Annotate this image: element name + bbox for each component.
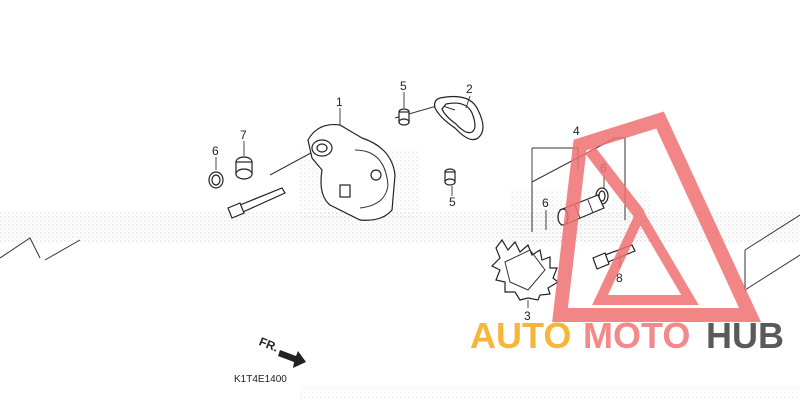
watermark-text-moto: MOTO — [583, 315, 690, 356]
driven-gear — [490, 238, 560, 301]
watermark-text-hub: HUB — [706, 315, 784, 356]
watermark-triangle-logo-icon — [552, 111, 761, 322]
dowel-pin-lower — [444, 168, 456, 186]
gasket — [433, 95, 484, 141]
callout-6-right-lower: 6 — [542, 196, 549, 210]
watermark-text-auto: AUTO — [470, 315, 571, 356]
diagram-code: K1T4E1400 — [234, 374, 287, 385]
oil-pump-body — [307, 123, 396, 221]
callout-1: 1 — [336, 95, 343, 109]
callout-2: 2 — [466, 82, 473, 96]
dowel-pin-upper — [398, 108, 410, 126]
flange-bolt-long — [227, 187, 286, 219]
callout-4: 4 — [573, 124, 580, 138]
callout-3: 3 — [524, 309, 531, 323]
left-frame-lines — [0, 237, 81, 261]
callout-6-left: 6 — [212, 144, 219, 158]
collar — [235, 156, 253, 180]
callout-5-upper: 5 — [400, 79, 407, 93]
callout-8: 8 — [616, 271, 623, 285]
front-label: FR. — [257, 334, 280, 354]
front-direction-arrow-icon — [278, 350, 306, 368]
callout-7: 7 — [240, 128, 247, 142]
callout-5-lower: 5 — [449, 195, 456, 209]
